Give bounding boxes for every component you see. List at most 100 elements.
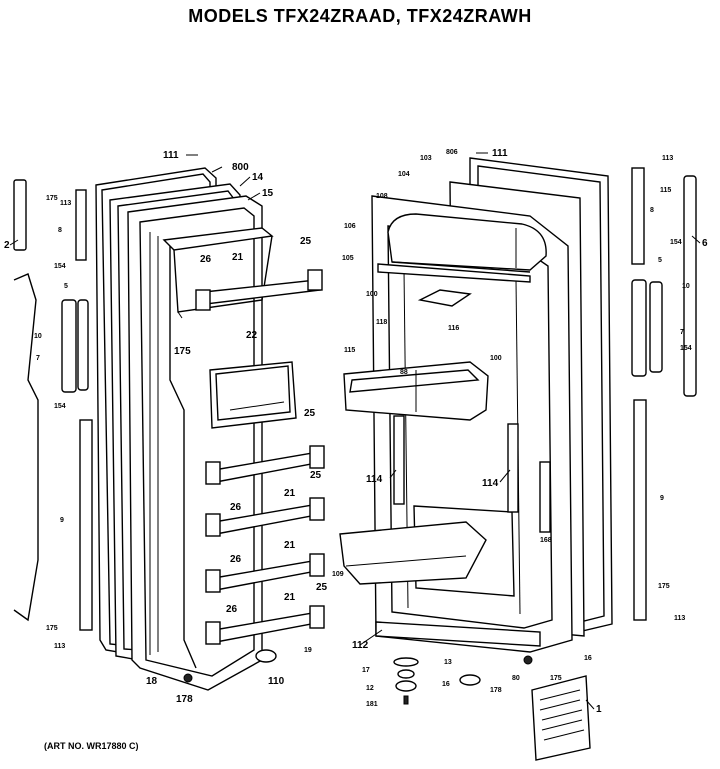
tray-part-116 bbox=[417, 289, 472, 307]
control-housing-part-108 bbox=[387, 213, 547, 273]
callout-26-a: 26 bbox=[200, 254, 212, 265]
callout-800: 800 bbox=[232, 162, 249, 173]
callout-175-c: 175 bbox=[174, 346, 191, 357]
callout-109: 109 bbox=[332, 571, 344, 578]
callout-178-b: 178 bbox=[490, 687, 502, 694]
shelf-support-rail-114-left bbox=[393, 415, 405, 505]
callout-111-right: 111 bbox=[492, 148, 508, 159]
callout-18: 18 bbox=[146, 676, 158, 687]
door-shelf-rail-4 bbox=[205, 553, 325, 593]
callout-154-b: 154 bbox=[54, 403, 66, 410]
callout-12: 12 bbox=[366, 685, 374, 692]
door-shelf-rail-3 bbox=[205, 497, 325, 537]
callout-13: 13 bbox=[444, 659, 452, 666]
callout-115: 115 bbox=[344, 347, 355, 354]
callout-154-d: 154 bbox=[680, 345, 692, 352]
callout-104: 104 bbox=[398, 171, 410, 178]
door-shelf-rail-5 bbox=[205, 605, 325, 645]
callout-806: 806 bbox=[446, 149, 458, 156]
callout-25-b: 25 bbox=[304, 408, 316, 419]
callout-5-a: 5 bbox=[64, 283, 68, 290]
callout-175-a: 175 bbox=[46, 195, 58, 202]
leader-lines bbox=[9, 152, 701, 710]
callout-175-b: 175 bbox=[46, 625, 58, 632]
callout-114-a: 114 bbox=[366, 474, 383, 485]
callout-16-a: 16 bbox=[442, 681, 450, 688]
callout-154-a: 154 bbox=[54, 263, 66, 270]
callout-7-a: 7 bbox=[36, 355, 40, 362]
callout-labels: 111 800 14 1 5 175 113 2 8 154 5 10 7 154… bbox=[4, 148, 708, 715]
callout-8-a: 8 bbox=[58, 227, 62, 234]
callout-16-b: 16 bbox=[584, 655, 592, 662]
callout-100-b: 100 bbox=[490, 355, 502, 362]
callout-26-b: 26 bbox=[230, 502, 242, 513]
bin-part-109 bbox=[339, 521, 487, 585]
freezer-handle-parts bbox=[61, 189, 93, 631]
callout-113-d: 113 bbox=[674, 615, 685, 622]
callout-7-r: 7 bbox=[680, 329, 684, 336]
callout-1: 1 bbox=[596, 704, 602, 715]
shelf-support-rail-114-right bbox=[507, 423, 519, 513]
callout-25-a: 25 bbox=[300, 236, 312, 247]
small-parts-cluster bbox=[393, 655, 533, 705]
fresh-food-handle-parts bbox=[631, 167, 663, 621]
callout-5-r: 5 bbox=[658, 257, 662, 264]
callout-111-left: 111 bbox=[163, 150, 179, 161]
callout-88: 88 bbox=[400, 369, 408, 376]
callout-9-a: 9 bbox=[60, 517, 64, 524]
freezer-door-liner bbox=[127, 195, 263, 691]
toe-grille-part-112 bbox=[375, 621, 541, 647]
callout-175-d: 175 bbox=[550, 675, 562, 682]
callout-116: 116 bbox=[448, 325, 459, 332]
callout-168: 168 bbox=[540, 537, 552, 544]
callout-21-c: 21 bbox=[284, 540, 296, 551]
door-cap-part-110 bbox=[255, 649, 277, 663]
callout-21-a: 21 bbox=[232, 252, 244, 263]
callout-178-a: 178 bbox=[176, 694, 193, 705]
callout-8-r: 8 bbox=[650, 207, 654, 214]
callout-110: 110 bbox=[268, 676, 285, 687]
callout-26-c: 26 bbox=[230, 554, 242, 565]
freezer-top-shelf bbox=[162, 227, 274, 319]
fresh-food-trim-strip-6 bbox=[683, 175, 697, 397]
callout-113-b: 113 bbox=[54, 643, 65, 650]
callout-103: 103 bbox=[420, 155, 432, 162]
art-number: (ART NO. WR17880 C) bbox=[44, 741, 139, 751]
freezer-door-trim-strip-2 bbox=[13, 179, 39, 622]
callout-114-b: 114 bbox=[482, 478, 499, 489]
bumper-part-178-left bbox=[183, 673, 193, 683]
callout-80: 80 bbox=[512, 675, 520, 682]
callout-6: 6 bbox=[702, 238, 708, 249]
callout-2: 2 bbox=[4, 240, 10, 251]
callout-105: 105 bbox=[342, 255, 354, 262]
crisper-drawer-part-88 bbox=[343, 361, 489, 421]
callout-26-d: 26 bbox=[226, 604, 238, 615]
callout-118: 118 bbox=[376, 319, 387, 326]
callout-21-b: 21 bbox=[284, 488, 296, 499]
callout-115-r: 115 bbox=[660, 187, 671, 194]
callout-113-c: 113 bbox=[662, 155, 673, 162]
manual-card-part-1 bbox=[531, 675, 591, 761]
callout-100-a: 100 bbox=[366, 291, 378, 298]
callout-10-r: 10 bbox=[682, 283, 690, 290]
callout-10-a: 10 bbox=[34, 333, 42, 340]
ice-dispenser-panel bbox=[209, 361, 297, 429]
callout-154-c: 154 bbox=[670, 239, 682, 246]
callout-14: 14 bbox=[252, 172, 264, 183]
callout-9-r: 9 bbox=[660, 495, 664, 502]
diagram-title: MODELS TFX24ZRAAD, TFX24ZRAWH bbox=[188, 6, 532, 26]
door-shelf-rail-1 bbox=[195, 269, 323, 311]
callout-25-d: 25 bbox=[316, 582, 328, 593]
door-shelf-rail-2 bbox=[205, 445, 325, 485]
callout-22: 22 bbox=[246, 330, 258, 341]
callout-108-a: 108 bbox=[376, 193, 388, 200]
callout-181: 181 bbox=[366, 701, 378, 708]
callout-175-e: 175 bbox=[658, 583, 670, 590]
callout-106: 106 bbox=[344, 223, 356, 230]
light-shield-part-105 bbox=[377, 263, 531, 283]
callout-19: 19 bbox=[304, 647, 312, 654]
callout-113-a: 113 bbox=[60, 200, 71, 207]
callout-112: 112 bbox=[352, 640, 369, 651]
side-rail-part-168 bbox=[539, 461, 551, 533]
